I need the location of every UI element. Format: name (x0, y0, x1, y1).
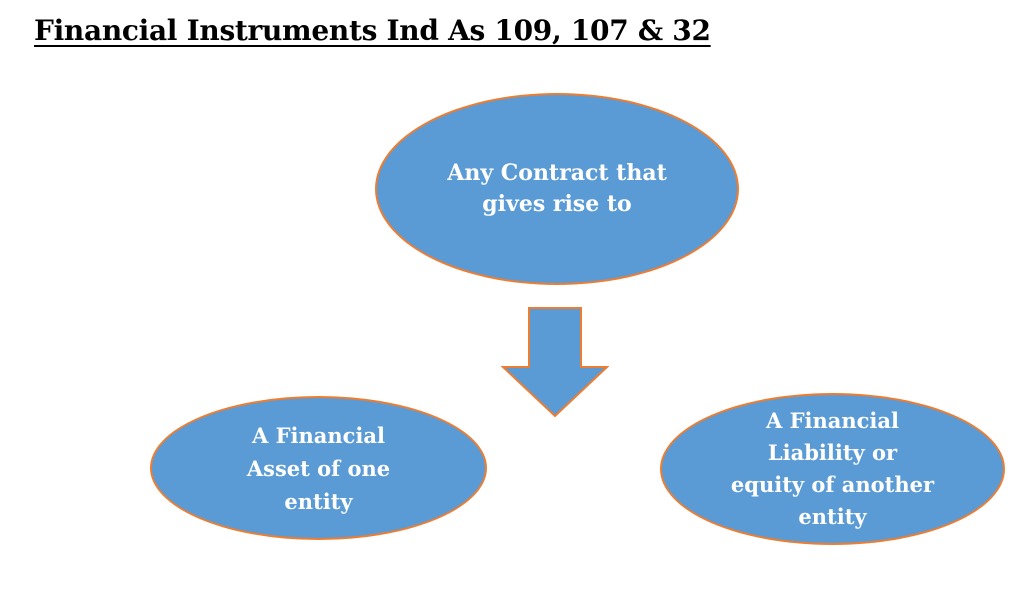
ellipse-text-line: Asset of one (246, 455, 391, 481)
ellipse-text-line: entity (798, 504, 867, 529)
ellipse-text-line: Liability or (767, 440, 898, 465)
center-ellipse-any-contract: Any Contract that gives rise to (375, 93, 739, 285)
page-title: Financial Instruments Ind As 109, 107 & … (34, 14, 711, 47)
ellipse-text-line: Any Contract that (447, 160, 667, 186)
down-arrow-icon (501, 307, 609, 418)
ellipse-text-line: A Financial (766, 408, 899, 433)
right-ellipse-financial-liability: A Financial Liability or equity of anoth… (660, 393, 1005, 545)
ellipse-text-line: A Financial (252, 422, 385, 448)
ellipse-text-line: entity (284, 488, 353, 514)
ellipse-text-line: gives rise to (482, 191, 632, 217)
left-ellipse-financial-asset: A Financial Asset of one entity (150, 396, 487, 540)
ellipse-text-line: equity of another (730, 472, 935, 497)
